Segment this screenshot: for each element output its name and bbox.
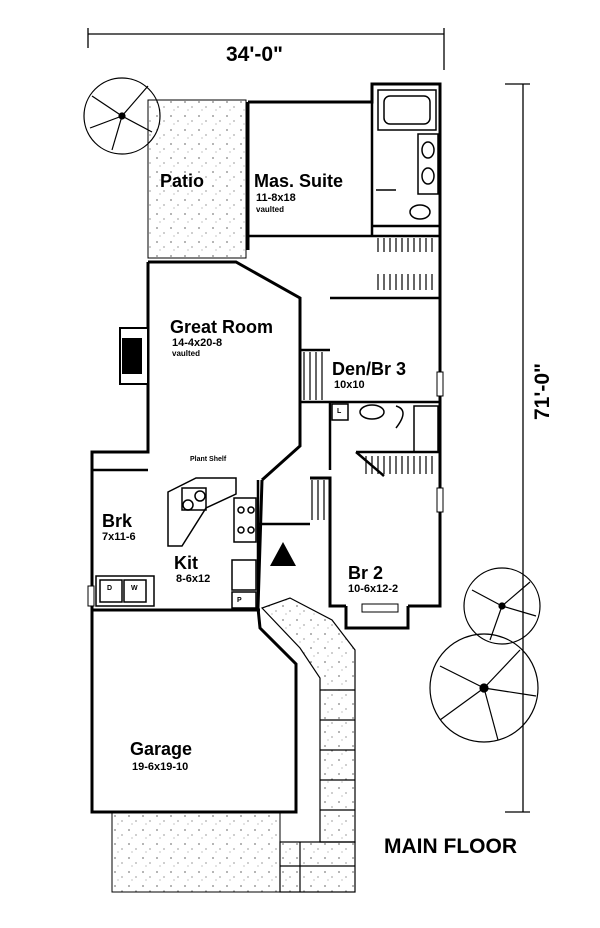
pantry-label: P bbox=[237, 597, 242, 604]
kitchen-size: 8-6x12 bbox=[176, 573, 211, 585]
kitchen-label: Kit bbox=[174, 553, 198, 573]
tree-top-left bbox=[83, 77, 161, 155]
front-walkway bbox=[260, 597, 356, 893]
master-suite-size: 11-8x18 bbox=[256, 192, 296, 204]
plant-shelf-label: Plant Shelf bbox=[190, 456, 227, 463]
depth-dimension-label: 71'-0" bbox=[531, 363, 554, 420]
patio-area bbox=[147, 99, 247, 259]
breakfast-label: Brk bbox=[102, 511, 133, 531]
washer-label: W bbox=[131, 585, 138, 592]
tree-right-lower bbox=[429, 633, 539, 743]
den-label: Den/Br 3 bbox=[332, 359, 407, 379]
master-bath-fixtures bbox=[376, 89, 439, 220]
width-dimension-label: 34'-0" bbox=[226, 43, 283, 66]
exterior-walls bbox=[90, 82, 442, 814]
great-room-note: vaulted bbox=[172, 349, 201, 358]
den-size: 10x10 bbox=[334, 379, 365, 391]
garage-label: Garage bbox=[130, 739, 193, 759]
bedroom2-size: 10-6x12-2 bbox=[348, 583, 399, 595]
width-dimension-line bbox=[87, 28, 445, 70]
hall-bath-fixtures bbox=[331, 403, 439, 453]
attic-access-icon bbox=[270, 542, 296, 566]
patio-label: Patio bbox=[160, 171, 205, 191]
linen-label: L bbox=[337, 408, 342, 415]
breakfast-size: 7x11-6 bbox=[102, 531, 136, 543]
great-room-label: Great Room bbox=[170, 317, 274, 337]
closet-shelves bbox=[303, 238, 433, 520]
master-suite-note: vaulted bbox=[256, 205, 285, 214]
windows bbox=[87, 371, 444, 613]
kitchen-counters bbox=[167, 477, 257, 609]
bedroom2-label: Br 2 bbox=[348, 563, 384, 583]
main-floor-title: MAIN FLOOR bbox=[384, 835, 517, 858]
depth-dimension-line bbox=[505, 83, 530, 813]
garage-size: 19-6x19-10 bbox=[132, 761, 189, 773]
great-room-size: 14-4x20-8 bbox=[172, 337, 223, 349]
driveway bbox=[111, 811, 281, 893]
master-suite-label: Mas. Suite bbox=[254, 171, 344, 191]
laundry-appliances bbox=[95, 575, 155, 607]
tree-right-upper bbox=[463, 567, 541, 645]
fireplace bbox=[119, 327, 149, 385]
dryer-label: D bbox=[107, 585, 113, 592]
